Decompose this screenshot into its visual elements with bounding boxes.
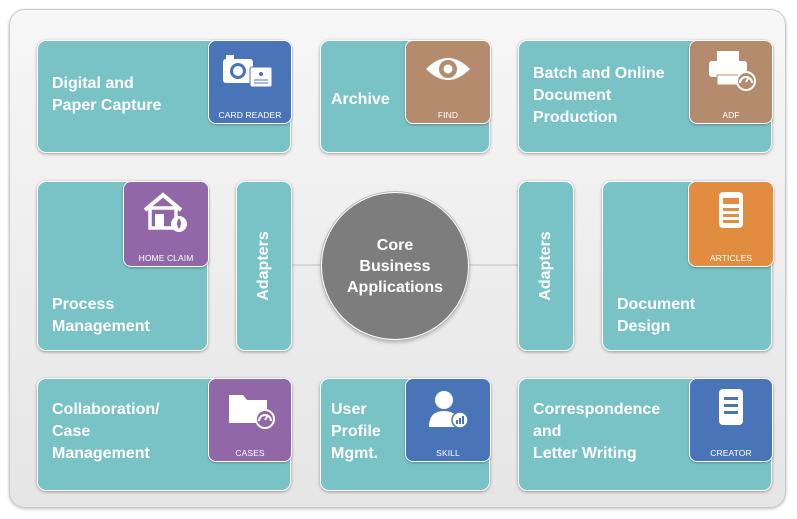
tile-label: User Profile Mgmt.: [331, 401, 381, 462]
folder-gauge-icon: [209, 387, 291, 429]
tile-collaboration-case-management: Collaboration/ Case Management CASES: [37, 378, 292, 491]
tile-label: Collaboration/ Case Management: [52, 401, 160, 462]
adapters-left-label: Adapters: [255, 231, 272, 301]
printer-icon: [690, 49, 772, 91]
tile-label: Process Management: [52, 296, 150, 335]
app-card-reader[interactable]: CARD READER: [208, 40, 292, 124]
app-cases[interactable]: CASES: [208, 378, 292, 462]
connector-left: [292, 264, 322, 266]
app-caption: CREATOR: [710, 448, 752, 458]
app-caption: CARD READER: [218, 110, 282, 120]
house-fire-icon: [124, 190, 208, 232]
app-skill[interactable]: SKILL: [405, 378, 491, 462]
app-home-claim[interactable]: HOME CLAIM: [123, 181, 209, 267]
adapters-right-label: Adapters: [537, 231, 554, 301]
app-find[interactable]: FIND: [405, 40, 491, 124]
tile-label: Archive: [331, 91, 390, 108]
tile-user-profile-mgmt: User Profile Mgmt. SKILL: [320, 378, 491, 491]
app-caption: ARTICLES: [709, 253, 753, 263]
tile-label: Correspondence and Letter Writing: [533, 401, 661, 462]
document-icon: [690, 387, 772, 427]
eye-icon: [406, 49, 490, 89]
tile-batch-online-production: Batch and Online Document Production ADF: [518, 40, 773, 153]
connector-right: [466, 264, 519, 266]
user-chart-icon: [406, 387, 490, 429]
adapters-left: Adapters: [236, 181, 292, 351]
tile-correspondence-letter-writing: Correspondence and Letter Writing CREATO…: [518, 378, 773, 491]
tile-process-management: Process Management HOME CLAIM: [37, 181, 209, 351]
app-caption: CASES: [235, 448, 265, 458]
article-icon: [689, 190, 773, 230]
core-business-applications: Core Business Applications: [321, 192, 469, 340]
tile-digital-paper-capture: Digital and Paper Capture CARD READER: [37, 40, 292, 153]
app-creator[interactable]: CREATOR: [689, 378, 773, 462]
app-caption: FIND: [437, 110, 459, 120]
camera-card-icon: [209, 49, 291, 89]
core-label: Core Business Applications: [346, 236, 443, 296]
app-articles[interactable]: ARTICLES: [688, 181, 774, 267]
tile-archive: Archive FIND: [320, 40, 491, 153]
app-caption: SKILL: [436, 448, 460, 458]
adapters-right: Adapters: [518, 181, 574, 351]
app-caption: ADF: [722, 110, 740, 120]
tile-label: Digital and Paper Capture: [52, 75, 162, 114]
app-adf[interactable]: ADF: [689, 40, 773, 124]
app-caption: HOME CLAIM: [138, 253, 194, 263]
tile-document-design: Document Design ARTICLES: [602, 181, 774, 351]
tile-label: Batch and Online Document Production: [533, 65, 665, 126]
tile-label: Document Design: [617, 296, 696, 335]
